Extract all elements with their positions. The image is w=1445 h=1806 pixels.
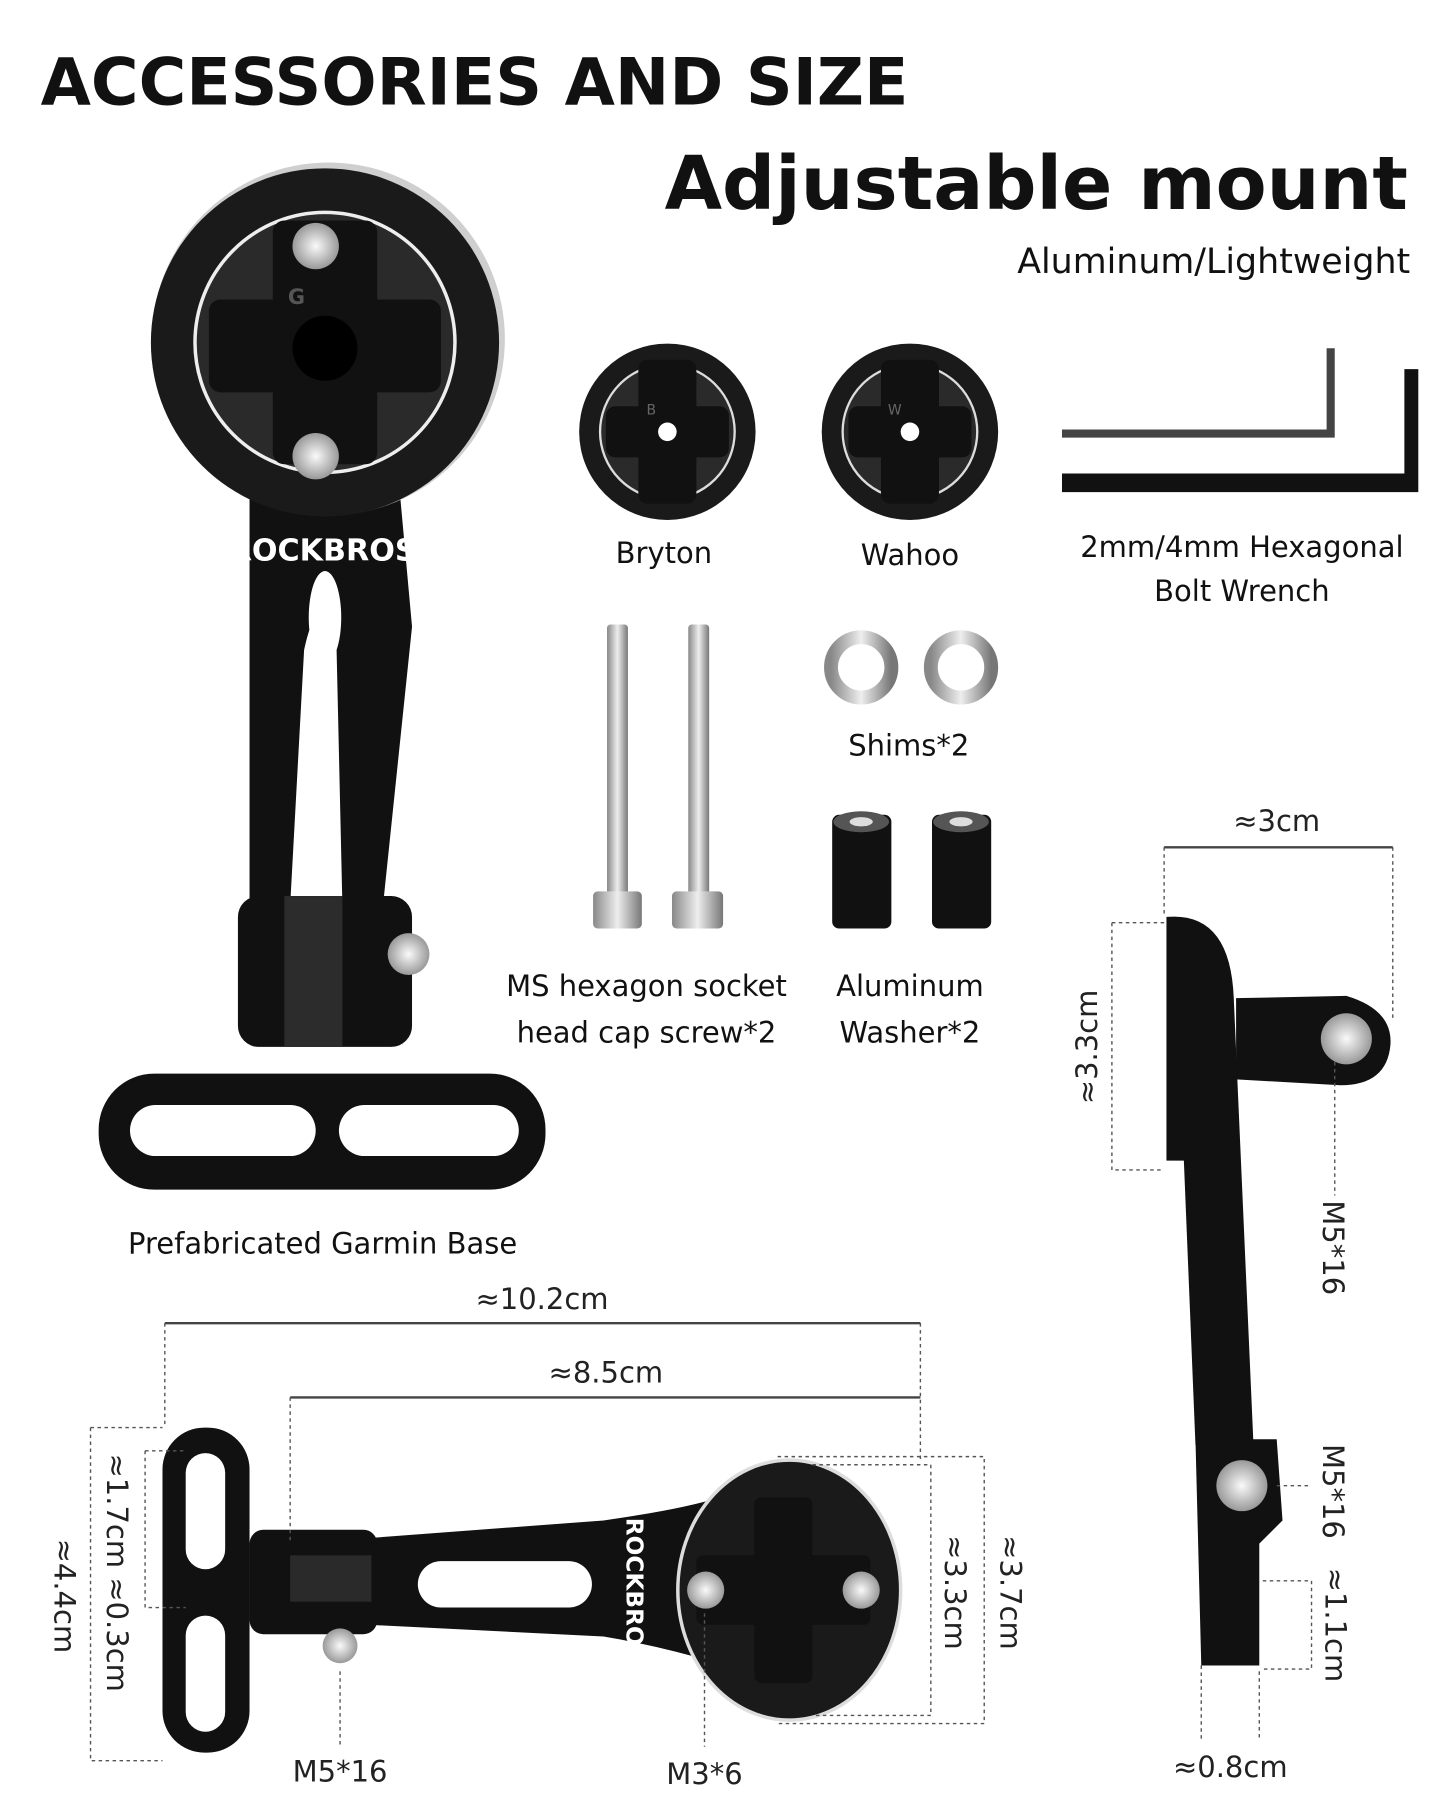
hex-wrench-image	[1061, 348, 1419, 493]
shims-label: Shims*2	[848, 729, 969, 763]
garmin-mount-image: G ROCKBROS	[98, 162, 546, 1190]
bolt-icon	[292, 432, 339, 480]
wrench-label-line2: Bolt Wrench	[1154, 574, 1330, 608]
washers-label-line1: Aluminum	[836, 969, 984, 1003]
mount-screw-label: M3*6	[666, 1757, 742, 1791]
wrench-label-line1: 2mm/4mm Hexagonal	[1080, 530, 1403, 564]
hinge-bolt-label: M5*16	[293, 1755, 388, 1789]
inner-diameter-label: ≈3.3cm	[938, 1535, 972, 1650]
brand-logo: ROCKBROS	[229, 534, 417, 569]
aluminum-washers-image	[832, 811, 992, 929]
brand-logo-bottom: ROCKBROS	[621, 1518, 648, 1663]
side-thickness-label: ≈0.8cm	[1173, 1750, 1288, 1784]
bryton-letter: B	[646, 402, 656, 418]
wahoo-adapter-image: W	[821, 343, 999, 520]
bryton-adapter-image: B	[579, 343, 756, 520]
material-subtitle: Aluminum/Lightweight	[1017, 242, 1410, 282]
bolt-icon	[292, 222, 339, 270]
bryton-label: Bryton	[616, 536, 712, 570]
product-title: Adjustable mount	[665, 140, 1408, 227]
garmin-base-label: Prefabricated Garmin Base	[128, 1227, 517, 1261]
side-view-image	[1166, 916, 1391, 1666]
wahoo-letter: W	[888, 402, 902, 418]
washers-label-line2: Washer*2	[840, 1015, 981, 1049]
screws-label-line2: head cap screw*2	[517, 1015, 777, 1049]
shims-image	[824, 630, 999, 705]
mount-letter: G	[288, 285, 305, 309]
side-bolt-bottom-label: M5*16	[1316, 1444, 1350, 1539]
screws-image	[593, 624, 724, 929]
page-title: ACCESSORIES AND SIZE	[41, 45, 909, 120]
wahoo-label: Wahoo	[861, 538, 959, 572]
side-tab-height-label: ≈1.1cm	[1318, 1568, 1352, 1683]
outer-diameter-label: ≈3.7cm	[993, 1535, 1027, 1650]
side-width-label: ≈3cm	[1233, 804, 1320, 838]
side-height-label: ≈3.3cm	[1070, 990, 1104, 1105]
top-view-image: ROCKBROS	[162, 1427, 903, 1753]
side-bolt-top-label: M5*16	[1316, 1200, 1350, 1295]
total-length-label: ≈10.2cm	[475, 1282, 608, 1316]
base-height-label: ≈4.4cm	[48, 1539, 82, 1654]
arm-length-label: ≈8.5cm	[549, 1355, 664, 1389]
screws-label-line1: MS hexagon socket	[506, 969, 787, 1003]
slot-dims-label: ≈1.7cm ≈0.3cm	[100, 1453, 134, 1691]
